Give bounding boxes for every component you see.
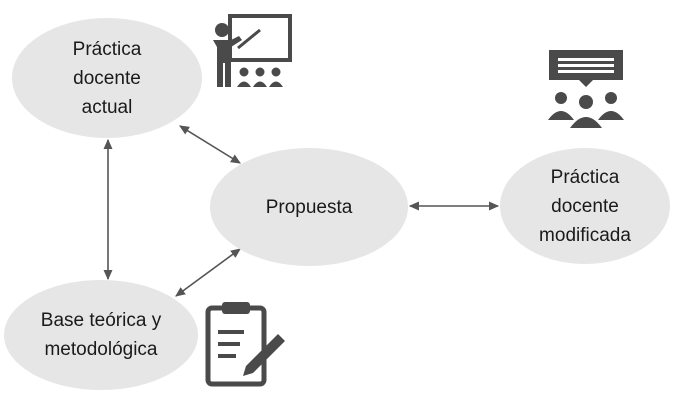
node-theory-base: Base teórica y metodológica [4, 280, 198, 390]
arrow-current-to-proposal [179, 125, 241, 164]
node-current-practice: Práctica docente actual [12, 18, 202, 138]
clipboard-edit-icon [205, 302, 285, 387]
node-current-practice-label: Práctica docente actual [72, 38, 142, 118]
node-theory-base-label: Base teórica y metodológica [40, 310, 162, 360]
teacher-at-board-icon [213, 14, 292, 87]
node-modified-practice-label: Práctica docente modificada [539, 166, 631, 246]
node-modified-practice: Práctica docente modificada [500, 148, 670, 264]
node-proposal-label: Propuesta [265, 196, 353, 218]
group-discussion-icon [548, 50, 624, 128]
node-proposal: Propuesta [210, 148, 408, 266]
arrow-theory-to-proposal [175, 248, 241, 297]
